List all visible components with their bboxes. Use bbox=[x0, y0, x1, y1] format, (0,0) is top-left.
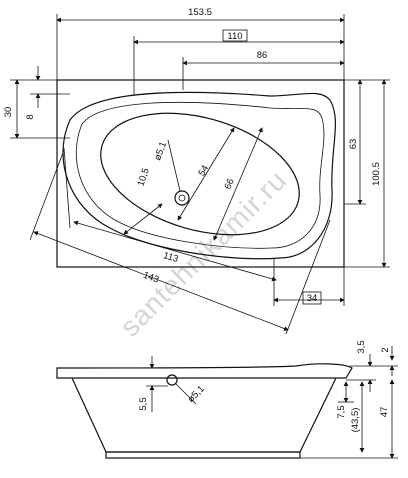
dim-right-height: 63 bbox=[348, 139, 359, 150]
top-view: 153.5 110 86 30 8 63 100.5 54 bbox=[3, 7, 390, 335]
dim-side-drain-diameter: ø5,1 bbox=[186, 384, 207, 405]
svg-text:santehnikamir.ru: santehnikamir.ru bbox=[114, 164, 293, 343]
dim-side-rim-depth: 3,5 bbox=[356, 340, 367, 353]
dim-rim-length: 86 bbox=[257, 50, 268, 61]
watermark: santehnikamir.ru bbox=[114, 164, 293, 343]
box-110 bbox=[222, 29, 248, 42]
dim-small-offset: 8 bbox=[25, 114, 36, 119]
dim-drain-diameter: ø5,1 bbox=[152, 140, 169, 162]
dim-side-overall-height: 47 bbox=[379, 407, 390, 418]
dim-overall-width: 100.5 bbox=[371, 162, 382, 186]
dim-overall-diagonal: 143 bbox=[142, 270, 161, 286]
side-drain bbox=[166, 374, 178, 386]
dim-diag-66: 66 bbox=[223, 177, 237, 191]
dim-10-5: 10,5 bbox=[136, 167, 152, 188]
dim-side-drain-offset: 5,5 bbox=[138, 397, 149, 410]
dim-side-overflow: 7,5 bbox=[336, 405, 347, 418]
dim-inner-length: 110 bbox=[227, 31, 242, 42]
dim-bottom-right: 34 bbox=[307, 293, 318, 304]
dim-side-overflow-alt: (43,5) bbox=[350, 408, 361, 433]
drain-outer bbox=[174, 190, 190, 206]
side-base bbox=[105, 451, 301, 459]
dim-side-top-step: 2 bbox=[380, 347, 391, 352]
dim-left-offset: 30 bbox=[3, 107, 14, 118]
dim-bottom-length: 113 bbox=[162, 250, 180, 265]
side-rim bbox=[56, 363, 353, 379]
box-34 bbox=[302, 291, 322, 305]
side-view: 5,5 ø5,1 3,5 2 7,5 (43,5) 47 bbox=[56, 340, 398, 459]
drain-inner bbox=[178, 194, 186, 202]
inner-rim bbox=[75, 101, 325, 249]
dim-overall-length: 153.5 bbox=[188, 7, 212, 18]
dim-diag-54: 54 bbox=[196, 163, 211, 178]
